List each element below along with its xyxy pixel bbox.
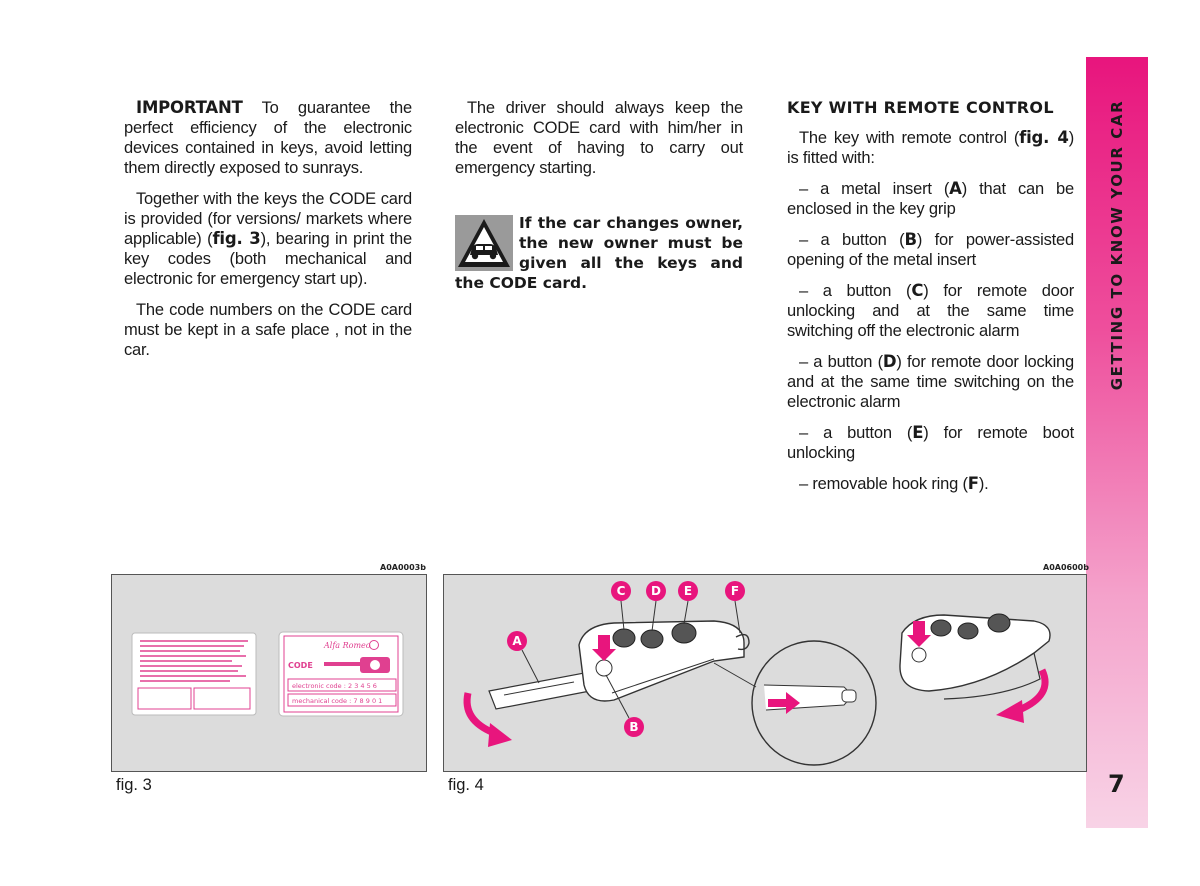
- warning-text: If the car changes owner, the new owner …: [455, 214, 743, 292]
- code-numbers-paragraph: The code numbers on the CODE card must b…: [124, 301, 412, 359]
- label-b: B: [629, 720, 638, 734]
- driver-paragraph: The driver should always keep the electr…: [455, 99, 743, 177]
- label-e: E: [684, 584, 692, 598]
- chapter-title: GETTING TO KNOW YOUR CAR: [1108, 99, 1126, 391]
- fig3-image: Alfa Romeo CODE electronic code : 2 3 4 …: [111, 574, 427, 772]
- fig4-ref: fig. 4: [1019, 128, 1069, 147]
- warning-box: If the car changes owner, the new owner …: [455, 213, 743, 293]
- intro-text-b: ) is fitted with:: [787, 129, 1074, 167]
- code-card-text-a: Together with the keys the CODE card is …: [124, 190, 412, 248]
- fig4-caption: fig. 4: [448, 776, 484, 794]
- remote-intro: The key with remote control (fig. 4) is …: [787, 128, 1074, 168]
- mechanical-code: mechanical code : 7 8 9 0 1: [292, 697, 382, 705]
- list-item: – a button (B) for power-assisted openin…: [787, 230, 1074, 269]
- list-item: – a button (D) for remote door locking a…: [787, 352, 1074, 411]
- fig3-code: A0A0003b: [380, 563, 426, 572]
- column-1: IMPORTANT To guarantee the perfect effic…: [124, 98, 412, 371]
- important-label: IMPORTANT: [136, 98, 243, 117]
- page-number: 7: [1108, 770, 1125, 798]
- section-heading: KEY WITH REMOTE CONTROL: [787, 98, 1054, 117]
- label-c: C: [617, 584, 626, 598]
- list-item: – a metal insert (A) that can be enclose…: [787, 179, 1075, 218]
- intro-text-a: The key with remote control (: [799, 129, 1020, 147]
- list-item: – removable hook ring (F).: [799, 474, 989, 493]
- list-item: – a button (C) for remote door unlocking…: [787, 281, 1075, 340]
- fig3-caption: fig. 3: [116, 776, 152, 794]
- important-text: To guarantee the perfect efficiency of t…: [124, 99, 412, 177]
- column-3: KEY WITH REMOTE CONTROL The key with rem…: [787, 98, 1074, 505]
- fig4-code: A0A0600b: [1043, 563, 1089, 572]
- fig3-ref: fig. 3: [212, 229, 261, 248]
- code-card-illustration: Alfa Romeo CODE electronic code : 2 3 4 …: [131, 631, 404, 717]
- label-a: A: [512, 634, 522, 648]
- card-code-label: CODE: [288, 661, 313, 670]
- code-card-paragraph: Together with the keys the CODE card is …: [124, 189, 412, 289]
- card-brand: Alfa Romeo: [323, 641, 371, 650]
- electronic-code: electronic code : 2 3 4 5 6: [292, 682, 377, 690]
- important-paragraph: IMPORTANT To guarantee the perfect effic…: [124, 98, 412, 178]
- column-2: The driver should always keep the electr…: [455, 98, 743, 189]
- chapter-sidebar: [1086, 57, 1148, 828]
- warning-triangle-car-icon: [455, 215, 513, 271]
- label-d: D: [651, 584, 661, 598]
- label-f: F: [731, 584, 739, 598]
- remote-key-illustration: C D E F A B: [463, 581, 1051, 766]
- code-card-text-b: ), bearing in print the key codes (both …: [124, 230, 412, 288]
- list-item: – a button (E) for remote boot unlocking: [787, 423, 1074, 462]
- fig4-image: C D E F A B: [443, 574, 1087, 772]
